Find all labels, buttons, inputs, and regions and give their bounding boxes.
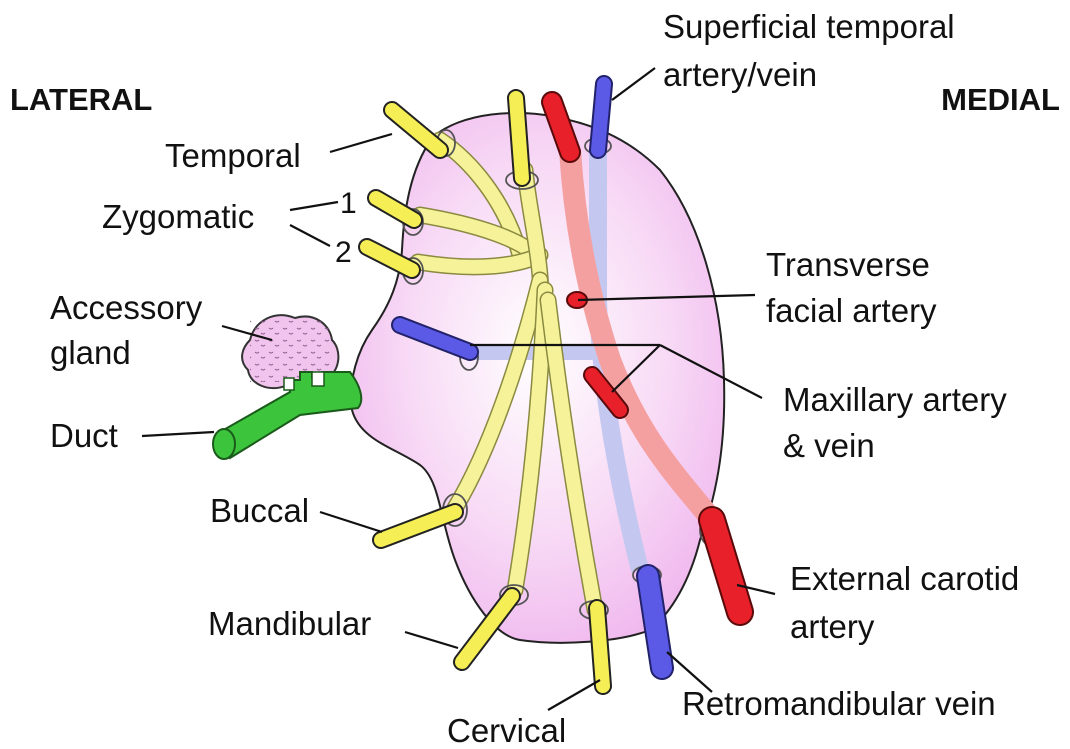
label-external-carotid-line1: External carotid	[790, 560, 1019, 597]
label-temporal: Temporal	[165, 137, 301, 174]
label-maxillary-line2: & vein	[783, 427, 875, 464]
label-buccal: Buccal	[210, 492, 309, 529]
label-zygomatic: Zygomatic	[102, 198, 254, 235]
duct-opening	[213, 429, 235, 459]
label-mandibular: Mandibular	[208, 605, 371, 642]
label-transverse-line2: facial artery	[766, 292, 937, 329]
label-cervical: Cervical	[447, 712, 566, 749]
medial-header: MEDIAL	[941, 82, 1060, 117]
label-accessory-line2: gland	[50, 334, 131, 371]
label-superficial-temporal-line1: Superficial temporal	[663, 8, 955, 45]
label-superficial-temporal-line2: artery/vein	[663, 56, 817, 93]
label-zygomatic-1: 1	[340, 187, 357, 220]
superficial-temporal-vein	[598, 84, 604, 150]
lateral-header: LATERAL	[10, 82, 152, 117]
label-transverse-line1: Transverse	[766, 246, 930, 283]
label-external-carotid-line2: artery	[790, 608, 875, 645]
retromandibular-vein	[648, 576, 662, 668]
label-maxillary-line1: Maxillary artery	[783, 381, 1007, 418]
label-retromandibular: Retromandibular vein	[682, 685, 996, 722]
label-zygomatic-2: 2	[335, 236, 352, 269]
label-duct: Duct	[50, 417, 118, 454]
external-carotid-artery	[712, 520, 740, 612]
label-accessory-line1: Accessory	[50, 289, 203, 326]
